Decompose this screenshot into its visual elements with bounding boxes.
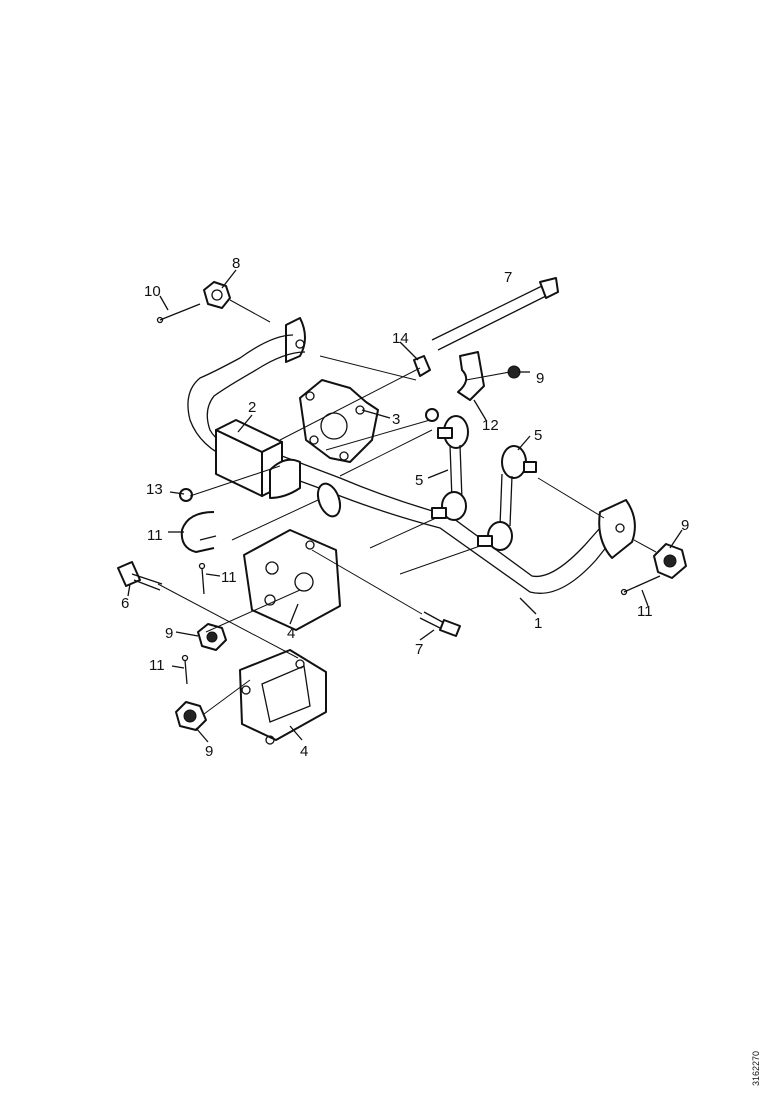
callout-11: 11 bbox=[149, 657, 165, 674]
nut-right bbox=[653, 543, 687, 579]
assembly-lines bbox=[157, 299, 657, 715]
bracket-13 bbox=[457, 351, 485, 401]
drop-link-right bbox=[477, 445, 537, 551]
callout-11: 11 bbox=[637, 603, 653, 620]
callout-9: 9 bbox=[681, 517, 689, 534]
stabilizer-bar bbox=[187, 317, 636, 594]
pin-mid bbox=[198, 562, 206, 595]
callout-4: 4 bbox=[287, 625, 295, 642]
callout-14: 13 bbox=[146, 481, 163, 498]
pin-top-left bbox=[156, 303, 201, 324]
clamp-lower bbox=[239, 649, 327, 745]
bolt-long bbox=[431, 277, 559, 351]
callout-5: 5 bbox=[415, 472, 423, 489]
callout-11: 11 bbox=[221, 569, 237, 586]
nut-14 bbox=[179, 488, 193, 502]
drop-link-left bbox=[425, 408, 469, 521]
bolt-right bbox=[419, 611, 461, 637]
leader-lines bbox=[127, 269, 683, 743]
callout-3: 3 bbox=[392, 411, 400, 428]
callout-2: 2 bbox=[248, 399, 256, 416]
bolt-left bbox=[117, 561, 163, 591]
callout-4: 4 bbox=[300, 743, 308, 760]
callout-15: 14 bbox=[392, 330, 409, 347]
callout-11: 10 bbox=[144, 283, 161, 300]
u-bolt bbox=[180, 511, 217, 553]
callout-7: 7 bbox=[415, 641, 423, 658]
nut-15 bbox=[413, 355, 431, 377]
nut-top-left bbox=[203, 281, 231, 309]
callout-9: 9 bbox=[165, 625, 173, 642]
callouts: 1 2 3 4 4 5 5 6 7 7 8 9 9 9 9 10 11 11 1… bbox=[121, 255, 689, 760]
callout-8: 7 bbox=[504, 269, 512, 286]
pin-bottom bbox=[181, 654, 189, 685]
nut-mid-left bbox=[197, 623, 227, 651]
callout-9: 9 bbox=[205, 743, 213, 760]
callout-9: 8 bbox=[232, 255, 240, 272]
callout-6: 6 bbox=[121, 595, 129, 612]
callout-13: 12 bbox=[482, 417, 499, 434]
callout-12: 11 bbox=[147, 527, 163, 544]
pin-right bbox=[620, 575, 661, 596]
catalog-number: 3162270 bbox=[751, 1050, 761, 1086]
clamp-upper bbox=[243, 529, 341, 631]
bushing-housing bbox=[299, 379, 379, 463]
nut-bottom-left bbox=[175, 701, 207, 731]
callout-10: 9 bbox=[536, 370, 544, 387]
callout-5: 5 bbox=[534, 427, 542, 444]
callout-1: 1 bbox=[534, 615, 542, 632]
